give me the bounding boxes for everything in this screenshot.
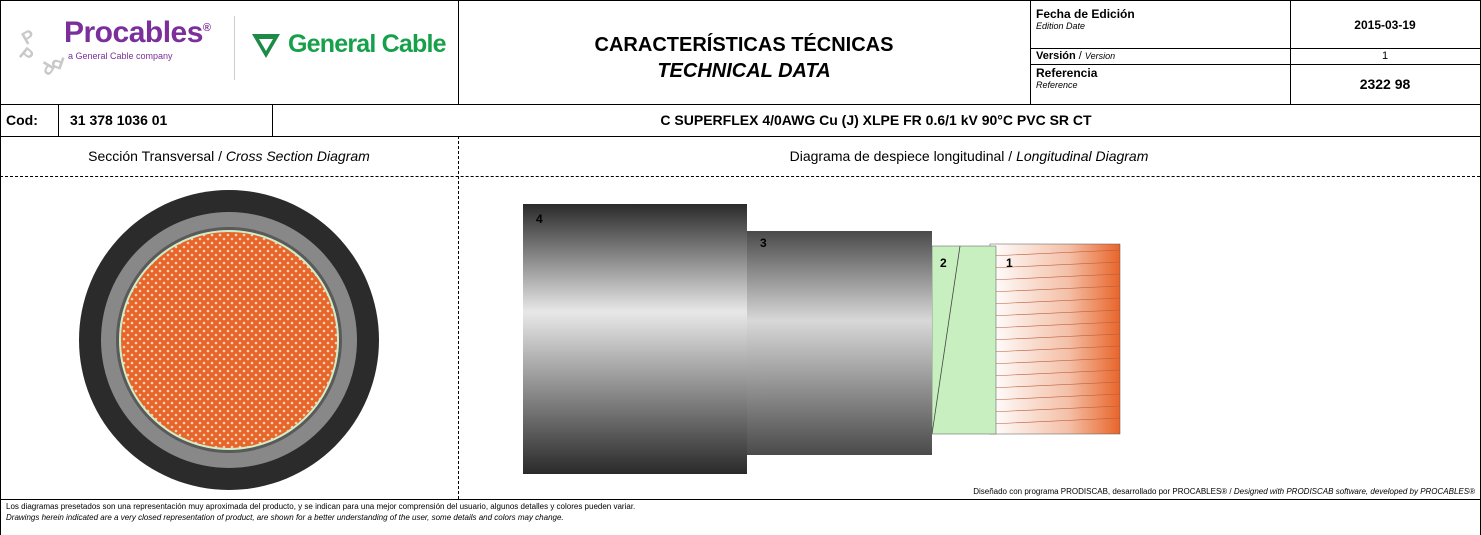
- procables-name: Procables®: [64, 16, 211, 49]
- general-cable-mark-icon: [252, 34, 280, 58]
- code-row-bottom: [0, 136, 1480, 137]
- general-cable-name: General Cable: [288, 30, 447, 58]
- reference-label: Referencia: [1036, 66, 1098, 80]
- registered-mark: ®: [202, 22, 211, 34]
- version-value: 1: [1381, 50, 1389, 62]
- edition-label-group: Fecha de Edición Edition Date: [1036, 8, 1135, 32]
- outer-jacket-section: [523, 204, 747, 474]
- footnote-es: Los diagramas presetados son una represe…: [6, 502, 636, 511]
- edition-value: 2015-03-19: [1354, 18, 1416, 32]
- reference-sublabel: Reference: [1036, 80, 1078, 90]
- longitudinal-diagram: [523, 204, 1121, 474]
- frame-left: [0, 0, 1, 535]
- svg-text:P: P: [49, 51, 67, 74]
- title-es: CARACTERÍSTICAS TÉCNICAS: [594, 34, 894, 56]
- frame-top: [0, 0, 1480, 1]
- reference-value: 2322 98: [1359, 76, 1411, 92]
- edition-sublabel: Edition Date: [1036, 21, 1086, 31]
- layer-number-1: 1: [1006, 256, 1013, 270]
- code-label: Cod:: [6, 112, 38, 128]
- header-bottom: [0, 104, 1480, 105]
- insulation-cut-line: [931, 245, 961, 435]
- title-en: TECHNICAL DATA: [657, 60, 831, 82]
- software-credit: Diseñado con programa PRODISCAB, desarro…: [973, 487, 1475, 496]
- reference-label-group: Referencia Reference: [1036, 67, 1097, 91]
- header-divider-3: [1290, 0, 1291, 104]
- conductor-section: [989, 243, 1121, 435]
- insulation-section: [931, 245, 997, 435]
- code-divider-2: [272, 104, 273, 136]
- diagram-bottom: [0, 499, 1480, 500]
- code-divider-1: [58, 104, 59, 136]
- layer-number-3: 3: [760, 236, 767, 250]
- layer-number-2: 2: [940, 256, 947, 270]
- longitudinal-label-es: Diagrama de despiece longitudinal /: [789, 148, 1017, 164]
- cross-section-label-es: Sección Transversal /: [88, 148, 226, 164]
- procables-mark-icon: P P P P: [16, 25, 67, 78]
- cross-section-label: Sección Transversal / Cross Section Diag…: [0, 148, 458, 164]
- procables-tagline: a General Cable company: [68, 51, 173, 61]
- footnote-en: Drawings herein indicated are a very clo…: [6, 513, 564, 522]
- header-divider-2: [1030, 0, 1031, 104]
- section-label-bottom: [0, 176, 1480, 177]
- diagram-divider: [458, 136, 459, 499]
- svg-text:P: P: [16, 43, 38, 66]
- inner-jacket-section: [746, 231, 932, 455]
- version-sublabel: Version: [1084, 51, 1116, 61]
- meta-row-2-bottom: [1030, 64, 1480, 65]
- code-value: 31 378 1036 01: [70, 112, 168, 128]
- layer-number-4: 4: [536, 212, 543, 226]
- logo-separator: [234, 16, 235, 80]
- version-label: Versión: [1036, 50, 1076, 62]
- software-credit-en: Designed with PRODISCAB software, develo…: [1233, 487, 1475, 496]
- procables-logo: P P P P Procables® a General Cable compa…: [16, 16, 226, 88]
- software-credit-es: Diseñado con programa PRODISCAB, desarro…: [973, 487, 1234, 496]
- cross-section-label-en: Cross Section Diagram: [225, 148, 370, 164]
- cross-section-diagram: [79, 190, 379, 490]
- product-description: C SUPERFLEX 4/0AWG Cu (J) XLPE FR 0.6/1 …: [660, 112, 1092, 128]
- conductor-core: [121, 232, 337, 448]
- edition-label: Fecha de Edición: [1036, 7, 1135, 21]
- longitudinal-label: Diagrama de despiece longitudinal / Long…: [458, 148, 1480, 164]
- meta-row-1-bottom: [1030, 48, 1480, 49]
- longitudinal-label-en: Longitudinal Diagram: [1016, 148, 1149, 164]
- version-separator: /: [1075, 50, 1085, 62]
- version-label-group: Versión / Version: [1036, 50, 1115, 62]
- general-cable-logo: General Cable: [250, 26, 450, 66]
- header-divider-1: [458, 0, 459, 104]
